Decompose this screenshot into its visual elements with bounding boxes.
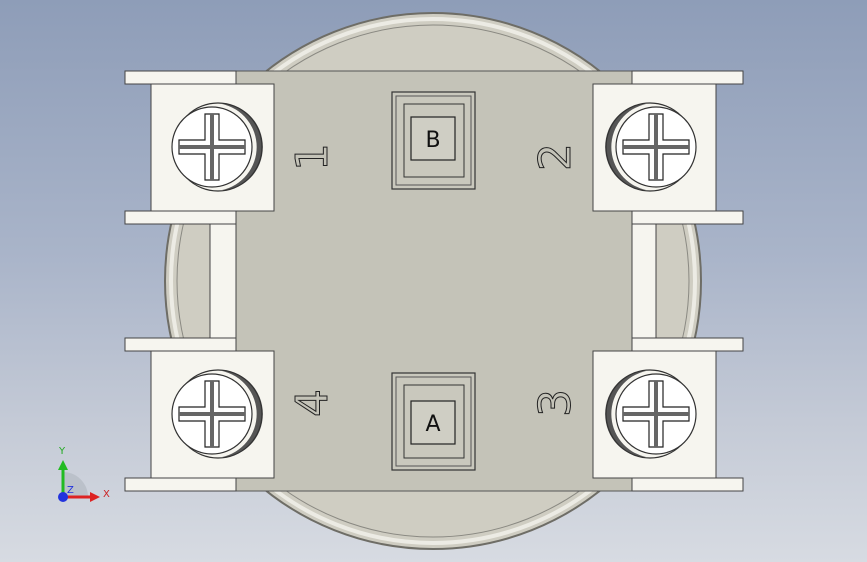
terminal-number-2: 2 [530, 143, 582, 172]
axis-label-y: Y [58, 446, 66, 457]
svg-text:1: 1 [287, 143, 338, 171]
coordinate-triad[interactable]: Y X Z [58, 446, 110, 502]
terminal-number-4: 4 [287, 389, 339, 418]
button-letter-a: A [425, 412, 440, 437]
terminal-number-3: 3 [530, 389, 582, 418]
button-letter-b: B [425, 128, 440, 153]
screw-top-left[interactable] [171, 102, 263, 192]
axis-label-x: X [103, 489, 110, 500]
screw-top-right[interactable] [605, 102, 697, 192]
push-button-a[interactable]: A [391, 372, 476, 471]
svg-text:4: 4 [287, 389, 338, 417]
screw-bottom-right[interactable] [605, 369, 697, 459]
push-button-b[interactable]: B [391, 91, 476, 190]
axis-label-z: Z [67, 485, 74, 496]
terminal-number-1: 1 [287, 143, 339, 172]
svg-text:2: 2 [530, 143, 581, 171]
screw-bottom-left[interactable] [171, 369, 263, 459]
left-terminal-strip [124, 70, 275, 492]
svg-text:3: 3 [530, 389, 581, 417]
